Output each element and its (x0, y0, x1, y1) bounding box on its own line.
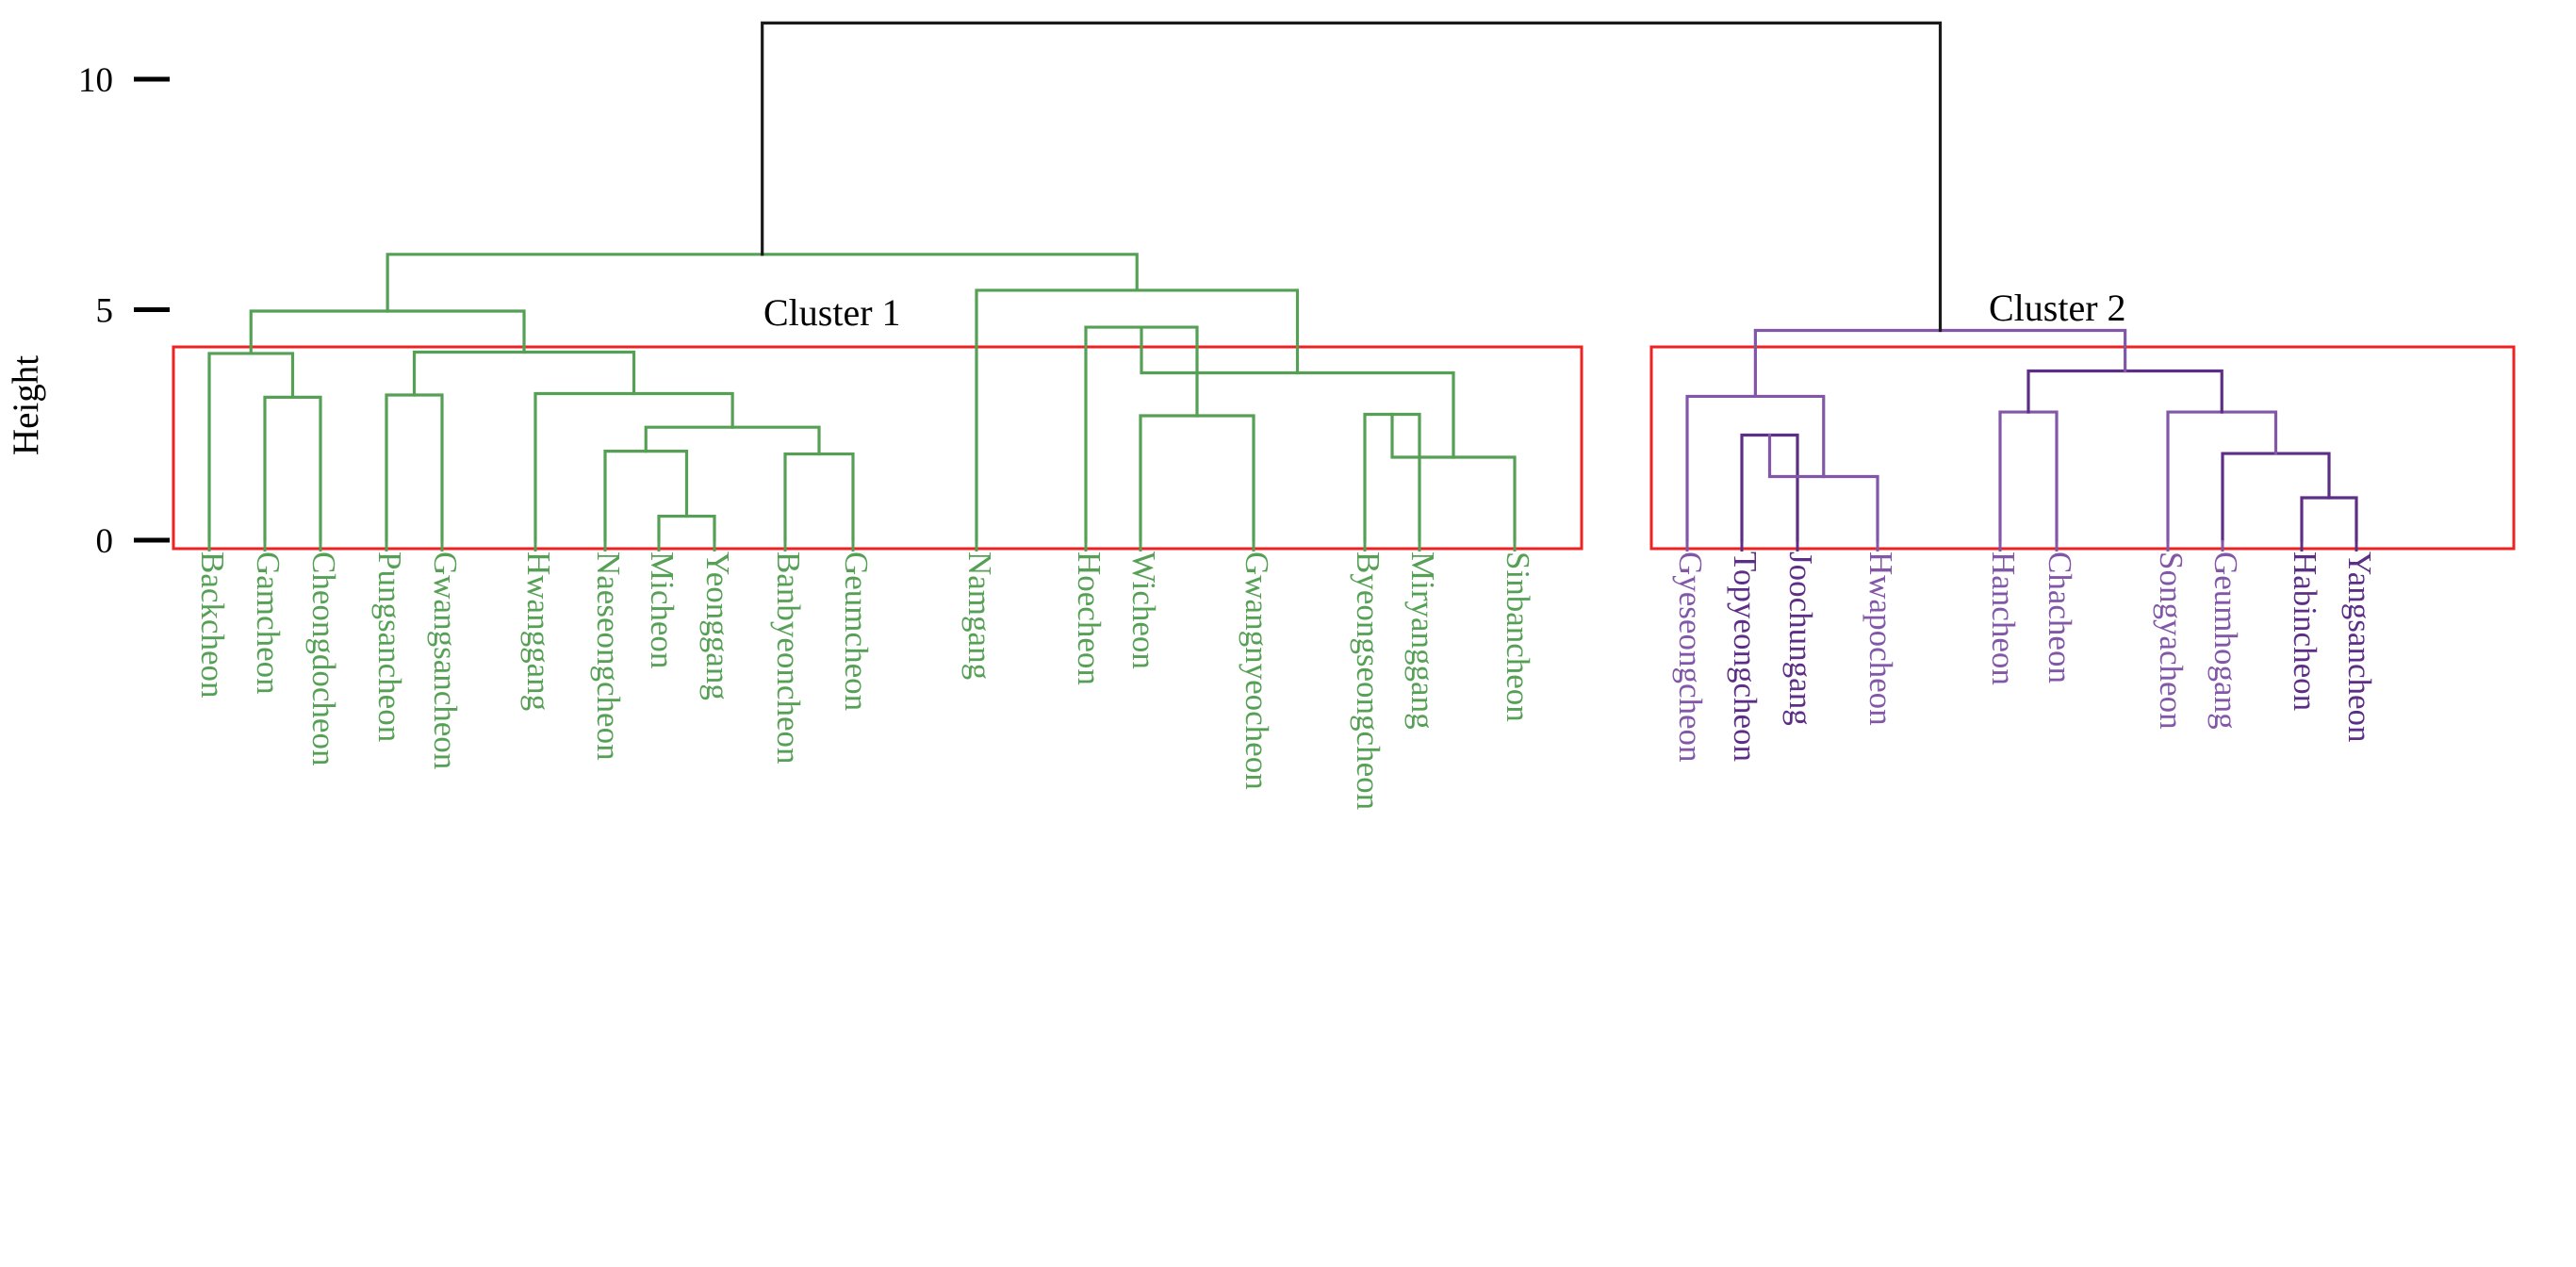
leaf-label-namgang: Namgang (961, 551, 998, 680)
leaf-label-yeonggang: Yeonggang (699, 551, 736, 700)
dendrogram-link-m11 (1139, 414, 1255, 542)
leaf-label-habincheon: Habincheon (2287, 551, 2323, 711)
cluster-1-box (172, 345, 1583, 551)
cluster-1-label: Cluster 1 (763, 291, 901, 334)
leaf-label-sinbancheon: Sinbancheon (1500, 551, 1536, 722)
dendrogram-link-m5 (603, 450, 689, 542)
dendrogram-link-m9 (412, 350, 636, 397)
leaf-label-miryanggang: Miryanggang (1404, 551, 1441, 730)
cluster-2-box (1649, 345, 2516, 551)
leaf-label-topyeongcheon: Topyeongcheon (1727, 551, 1764, 762)
dendrogram-link-m22 (2300, 496, 2358, 542)
y-axis-tick-label-10: 10 (78, 61, 113, 100)
leaf-label-backcheon: Backcheon (194, 551, 231, 698)
leaf-label-byeongseongcheon: Byeongseongcheon (1350, 551, 1386, 810)
leaf-label-gwangsancheon: Gwangsancheon (427, 551, 464, 769)
leaf-label-banbyeoncheon: Banbyeoncheon (770, 551, 807, 764)
leaf-label-geumhogang: Geumhogang (2207, 551, 2244, 730)
leaf-label-geumcheon: Geumcheon (838, 551, 875, 711)
dendrogram-link-m4 (657, 514, 716, 542)
leaf-label-joochungang: Joochungang (1782, 551, 1819, 726)
dendrogram-link-m21 (1998, 410, 2059, 542)
leaf-labels-layer: Backcheon Gamcheon Cheongdocheon Pungsanche… (194, 540, 2378, 810)
leaf-label-micheon: Micheon (644, 551, 681, 668)
leaf-label-naeseongcheon: Naeseongcheon (590, 551, 627, 761)
leaf-label-wicheon: Wicheon (1125, 551, 1162, 669)
dendrogram-links-layer (207, 21, 2358, 542)
leaf-label-hwanggang: Hwanggang (520, 551, 557, 711)
cluster-2-label: Cluster 2 (1989, 287, 2126, 329)
dendrogram-link-m3 (385, 393, 444, 542)
leaf-label-chacheon: Chacheon (2042, 551, 2078, 683)
dendrogram-link-m20 (1685, 394, 1826, 542)
leaf-label-pungsancheon: Pungsancheon (371, 551, 408, 742)
leaf-label-cheongdocheon: Cheongdocheon (305, 551, 342, 765)
leaf-label-gyeseongcheon: Gyeseongcheon (1672, 551, 1709, 763)
y-axis-title: Height (6, 355, 46, 455)
leaf-label-hancheon: Hancheon (1985, 551, 2022, 685)
dendrogram-link-m27 (761, 21, 1943, 333)
leaf-label-songyacheon: Songyacheon (2153, 551, 2190, 730)
y-axis-tick-label-0: 0 (96, 522, 114, 561)
leaf-label-gwangnyeocheon: Gwangnyeocheon (1239, 551, 1275, 790)
dendrogram-link-m1 (263, 395, 322, 542)
dendrogram-link-m26 (1753, 328, 2127, 399)
cluster-annotations-layer: Cluster 1 Cluster 2 (763, 287, 2126, 334)
cluster-boxes-layer (172, 345, 2516, 551)
leaf-label-hoecheon: Hoecheon (1071, 551, 1108, 685)
dendrogram-link-m2 (207, 352, 295, 542)
dendrogram-link-m8 (533, 391, 734, 542)
axis-layer: 10 5 0 Height (6, 61, 170, 561)
dendrogram-link-m25 (2026, 369, 2223, 414)
leaf-label-hwapocheon: Hwapocheon (1862, 551, 1899, 726)
y-axis-tick-label-5: 5 (96, 292, 114, 331)
leaf-label-gamcheon: Gamcheon (250, 551, 287, 695)
leaf-label-yangsancheon: Yangsancheon (2341, 551, 2378, 743)
dendrogram-link-m17 (386, 253, 1139, 313)
dendrogram-link-m6 (783, 452, 855, 542)
